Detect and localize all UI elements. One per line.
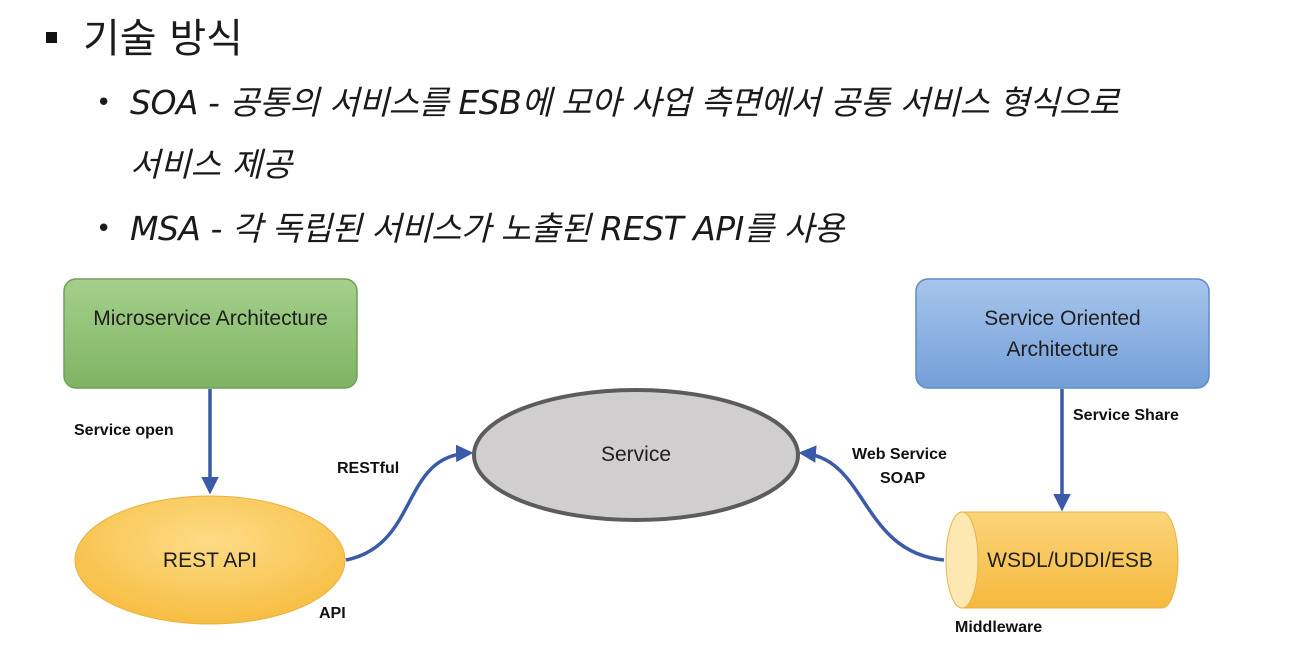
rest-api-ellipse (74, 495, 346, 625)
soa-box (915, 278, 1210, 389)
service-share-label: Service Share (1073, 407, 1179, 424)
service-label: Service (600, 443, 672, 466)
msa-box-label: Microservice Architecture (93, 307, 328, 330)
soa-box-label: Service Oriented Architecture (984, 307, 1141, 361)
rest-api-label: REST API (162, 549, 258, 572)
soa-text-continued: 서비스 제공 (130, 145, 293, 184)
bullet-soa: • SOA - 공통의 서비스를 ESB에 모아 사업 측면에서 공통 서비스 … (96, 84, 1119, 122)
middleware-label: Middleware (955, 619, 1043, 636)
arrow-restful (345, 444, 474, 562)
middleware-node-label: WSDL/UDDI/ESB (987, 549, 1153, 572)
bullet-dot-icon: • (96, 214, 112, 244)
heading: 기술 방식 (46, 6, 243, 64)
square-bullet-icon (46, 31, 57, 43)
middleware-cylinder (945, 511, 1179, 609)
msa-box (63, 278, 358, 389)
page-title: 기술 방식 (83, 16, 243, 62)
restful-label: RESTful (337, 460, 400, 477)
bullet-dot-icon: • (96, 88, 112, 118)
service-open-label: Service open (74, 422, 174, 439)
soap-label: SOAP (880, 470, 926, 487)
msa-text: MSA - 각 독립된 서비스가 노출된 REST API를 사용 (130, 209, 844, 248)
web-service-label: Web Service (852, 446, 947, 463)
service-ellipse (472, 388, 800, 522)
api-label: API (319, 605, 346, 622)
arrow-web-service (798, 445, 945, 562)
bullet-msa: • MSA - 각 독립된 서비스가 노출된 REST API를 사용 (96, 209, 844, 248)
soa-text: SOA - 공통의 서비스를 ESB에 모아 사업 측면에서 공통 서비스 형식… (130, 83, 1119, 122)
